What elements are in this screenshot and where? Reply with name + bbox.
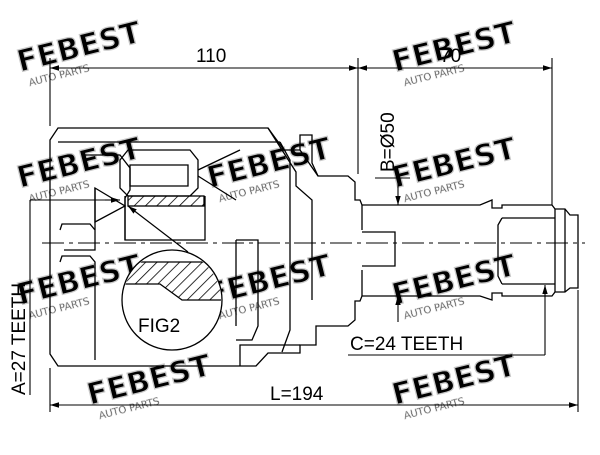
ball-inner [129,164,189,187]
watermark-layer: FEBEST AUTO PARTS FEBEST AUTO PARTS FEBE… [13,14,521,422]
housing-bevel [267,127,313,300]
watermark-top-left: FEBEST AUTO PARTS [13,14,146,89]
left-groove-bottom [59,255,96,360]
fig2-hatched-section [123,261,221,301]
joint-housing [49,127,579,367]
fig2-label: FIG2 [138,316,180,337]
fig2-leader [127,205,189,253]
watermark-lower-left: FEBEST AUTO PARTS [83,347,216,422]
race-outline [124,196,206,241]
watermark-bottom-center: FEBEST AUTO PARTS [203,247,336,322]
watermark-mid-right: FEBEST AUTO PARTS [388,130,521,205]
dim-l-label: L=194 [270,384,324,405]
spline-chamfer [497,217,503,285]
ball-outline [119,149,199,197]
dim-c-label: C=24 TEETH [350,334,463,355]
watermark-bottom-right: FEBEST AUTO PARTS [388,247,521,322]
fig2-detail: FIG2 [121,205,223,351]
housing-shoulder [279,141,291,353]
race-hatched [127,195,205,207]
shaft-taper [362,231,396,267]
dim-a-label: A=27 TEETH [9,283,30,395]
cage-line [197,149,241,171]
cage-line-2 [197,175,237,201]
dimensions [29,58,579,412]
housing-step [299,149,319,177]
dim-70-label: 70 [440,46,461,67]
dim-b-label: B=Ø50 [378,112,399,172]
housing-bottom-step [239,344,300,366]
inner-triangle [94,186,127,224]
watermark-lower-right: FEBEST AUTO PARTS [388,347,521,422]
left-groove-top [59,223,96,251]
inner-cutaway [85,149,241,241]
dim-110-label: 110 [196,46,226,67]
housing-lower-curve [236,239,259,341]
